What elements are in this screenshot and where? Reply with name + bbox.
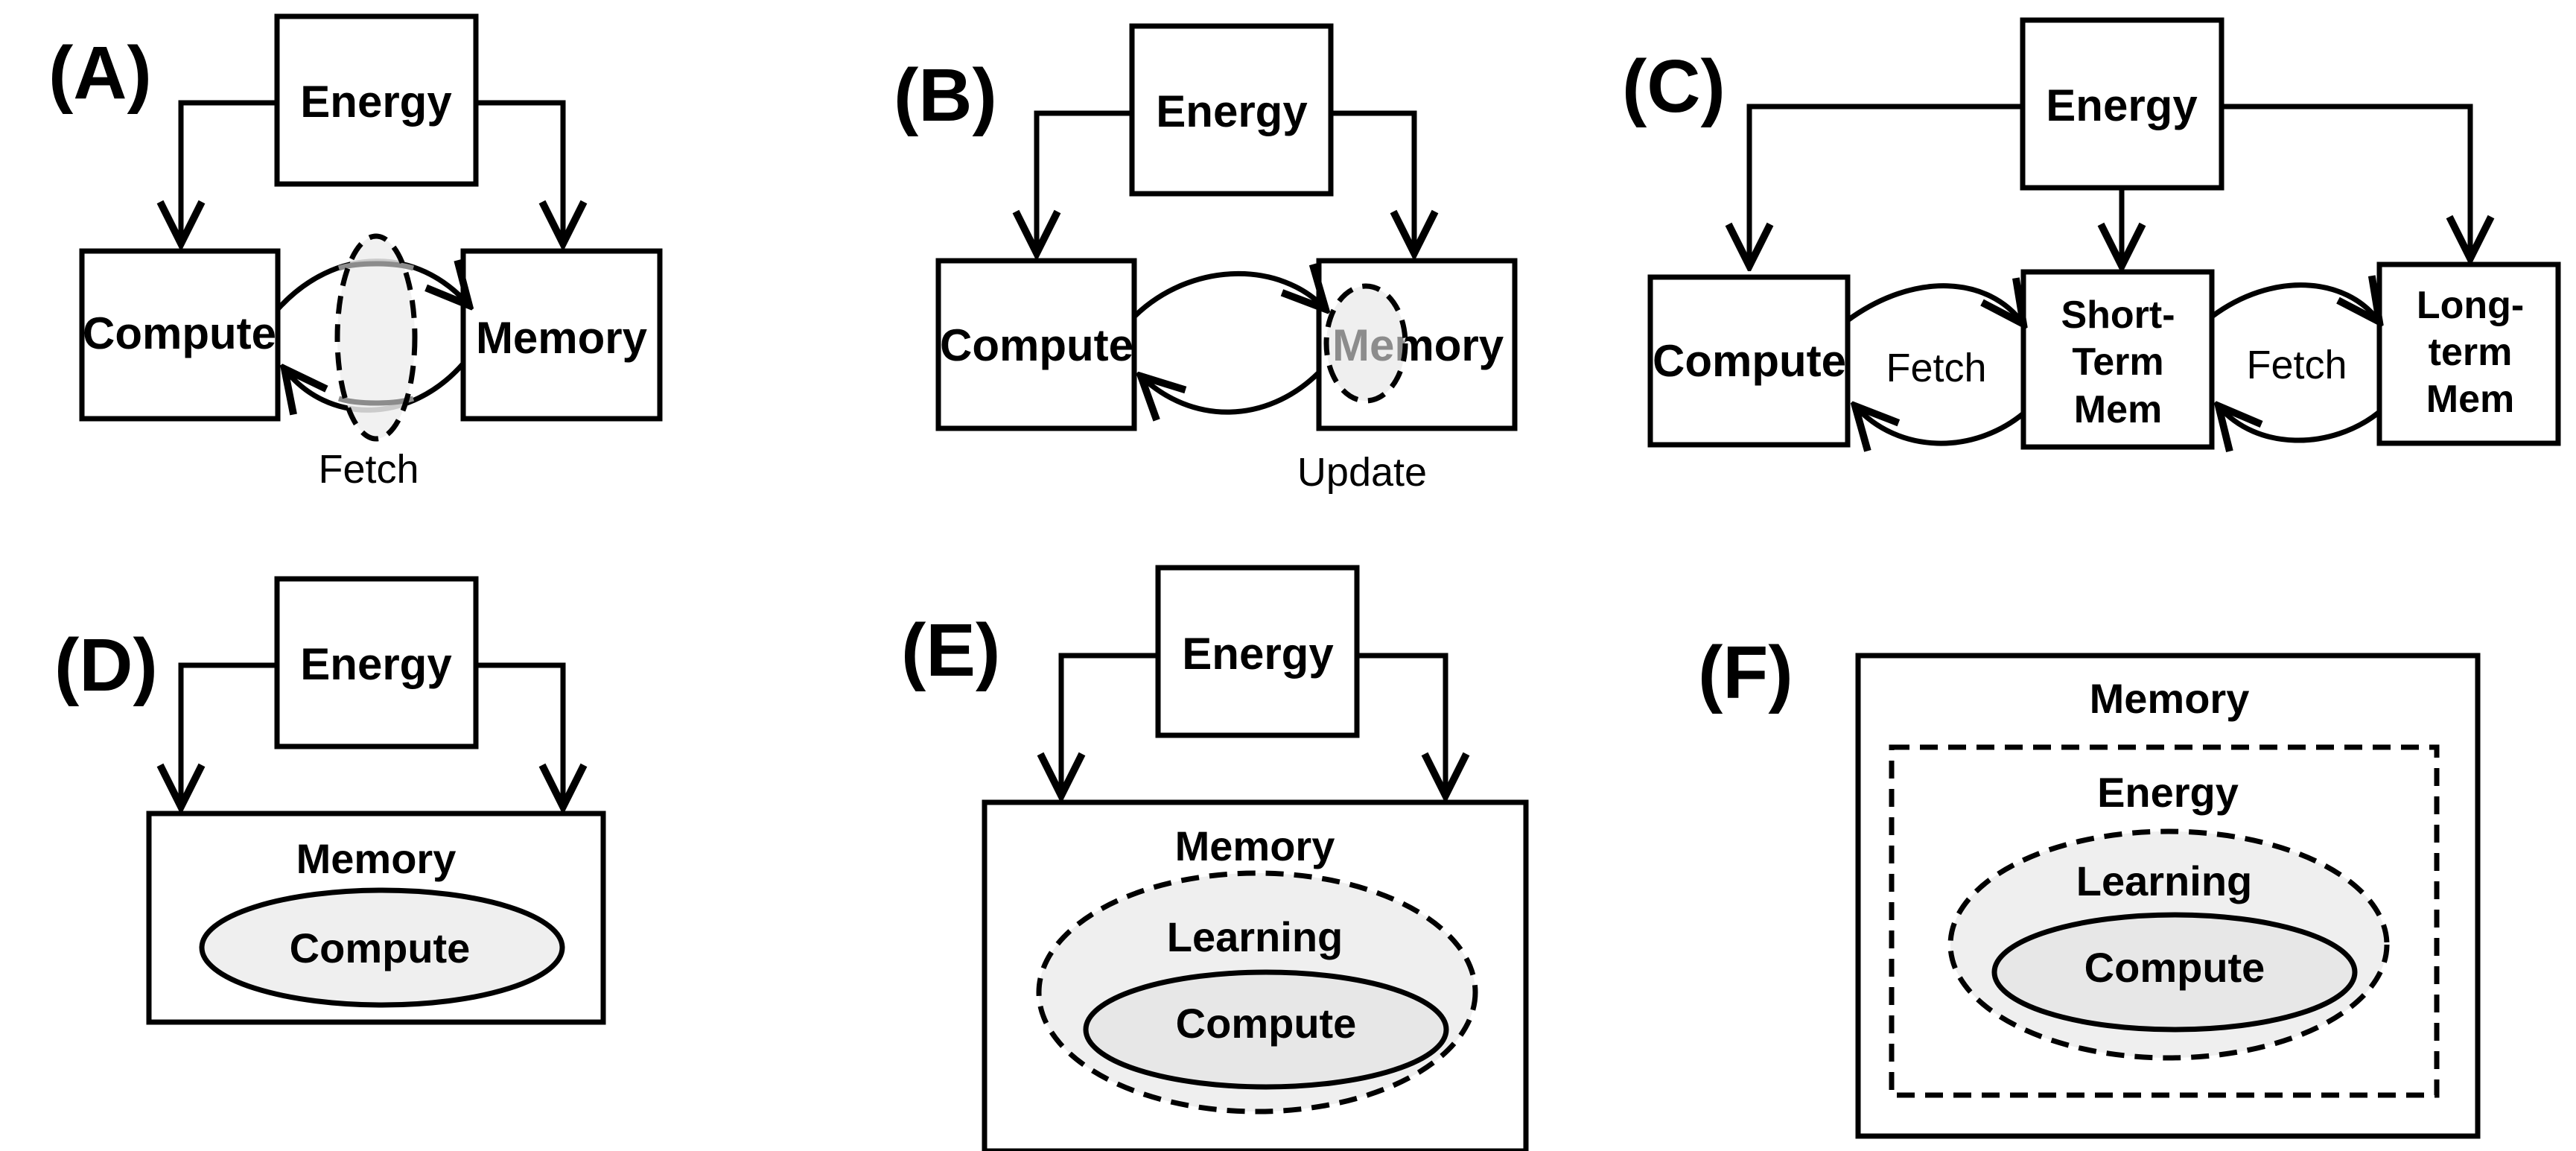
panel-a: (A) Energy Compute Memory Fetch: [48, 13, 663, 492]
panel-a-memory-label: Memory: [476, 313, 648, 363]
panel-c-compute-box: [1647, 274, 1851, 448]
panel-c-shortterm-line1: Short-: [2061, 294, 2175, 337]
panel-b-energy-box: [1129, 23, 1334, 197]
panel-e-compute-ellipse: [1083, 969, 1449, 1090]
panel-a-energy-label: Energy: [300, 77, 452, 127]
panel-c-fetch-label-2: Fetch: [2246, 343, 2347, 387]
panel-f: (F) Memory Energy Learning Compute: [1698, 631, 2481, 1139]
panel-a-compute-label: Compute: [83, 308, 276, 358]
panel-c-shortterm-line3: Mem: [2074, 388, 2162, 431]
panel-e-learning-label: Learning: [1167, 913, 1343, 960]
panel-a-fetch-arc-top: [337, 261, 415, 271]
panel-c-compute-label: Compute: [1653, 336, 1846, 386]
panel-a-label: (A): [48, 31, 152, 115]
panel-b-memory-label: Memory: [1332, 320, 1504, 370]
panel-c-longterm-line3: Mem: [2426, 378, 2514, 421]
panel-b-arrow-memory-to-compute: [1141, 372, 1321, 412]
panel-d-label: (D): [54, 624, 158, 707]
panel-c-longterm-line1: Long-: [2417, 284, 2524, 327]
panel-c-longterm-box: [2376, 261, 2561, 446]
panel-f-compute-ellipse: [1991, 912, 2358, 1033]
panel-a-memory-box: [460, 248, 663, 422]
panel-d-compute-ellipse: [199, 887, 565, 1008]
panel-b-energy-label: Energy: [1156, 86, 1308, 136]
panel-d-compute-label: Compute: [290, 925, 471, 971]
panel-f-energy-boundary: [1889, 744, 2440, 1098]
panel-d: (D) Energy Memory Compute: [54, 576, 606, 1025]
panel-a-arrow-energy-memory: [476, 100, 563, 244]
panel-e-label: (E): [901, 609, 1000, 692]
panel-e-compute-label: Compute: [1176, 1000, 1357, 1047]
panel-e: (E) Energy Memory Learning Compute: [901, 565, 1529, 1151]
panel-c-shortterm-line2: Term: [2072, 340, 2163, 384]
panel-d-arrow-energy-right: [476, 662, 563, 807]
panel-d-memory-label: Memory: [296, 835, 457, 882]
panel-c-arrow-shortterm-to-longterm: [2210, 285, 2379, 322]
panel-c-arrow-longterm-to-shortterm: [2219, 406, 2382, 440]
panel-f-learning-label: Learning: [2076, 857, 2252, 904]
panel-c-energy-label: Energy: [2046, 80, 2198, 130]
panel-f-label: (F): [1698, 631, 1793, 714]
panel-c-shortterm-box: [2020, 269, 2215, 450]
panel-b-update-region: [1326, 286, 1405, 401]
panel-b-arrow-energy-compute: [1037, 110, 1132, 253]
panel-b: (B) Energy Compute Memory Memory Update: [894, 23, 1518, 495]
panel-e-energy-box: [1155, 565, 1360, 738]
panel-f-learning-ellipse: [1947, 828, 2390, 1061]
panel-b-label: (B): [894, 54, 997, 137]
panel-e-arrow-energy-right: [1357, 653, 1446, 796]
panel-c: (C) Energy Compute Short- Term Mem Long-…: [1622, 17, 2561, 450]
panel-b-update-ellipse: [1323, 283, 1408, 404]
panel-c-arrow-shortterm-to-compute: [1855, 406, 2026, 443]
panel-b-compute-label: Compute: [940, 320, 1133, 370]
panel-b-arrow-energy-memory: [1331, 110, 1414, 253]
panel-b-compute-box: [935, 258, 1137, 431]
panel-b-arrow-compute-to-memory: [1132, 273, 1326, 319]
panel-c-longterm-line2: term: [2429, 331, 2513, 374]
panel-f-compute-label: Compute: [2084, 944, 2265, 991]
panel-a-fetch-region: [337, 236, 415, 439]
panel-c-arrow-energy-longterm: [2222, 104, 2470, 259]
panel-c-label: (C): [1622, 45, 1726, 128]
panel-e-learning-ellipse: [1036, 870, 1478, 1114]
panel-b-memory-label-muted: Memory: [1332, 320, 1504, 370]
panel-e-arrow-energy-left: [1061, 653, 1158, 796]
panel-e-energy-label: Energy: [1182, 629, 1334, 679]
panel-c-fetch-label-1: Fetch: [1886, 346, 1986, 390]
panel-e-memory-label: Memory: [1175, 822, 1335, 869]
panel-a-arrow-energy-compute: [181, 100, 277, 244]
panel-d-energy-label: Energy: [300, 639, 452, 689]
panel-d-arrow-energy-left: [181, 662, 277, 807]
panel-a-fetch-label: Fetch: [318, 447, 419, 492]
panel-c-arrow-compute-to-shortterm: [1845, 286, 2023, 324]
panel-b-update-label: Update: [1297, 450, 1427, 495]
panel-f-energy-label: Energy: [2097, 769, 2239, 816]
panel-a-compute-box: [79, 248, 281, 422]
panel-f-memory-label: Memory: [2090, 675, 2250, 722]
panel-c-arrow-energy-compute: [1749, 104, 2023, 266]
panel-a-fetch-ellipse: [334, 233, 418, 442]
